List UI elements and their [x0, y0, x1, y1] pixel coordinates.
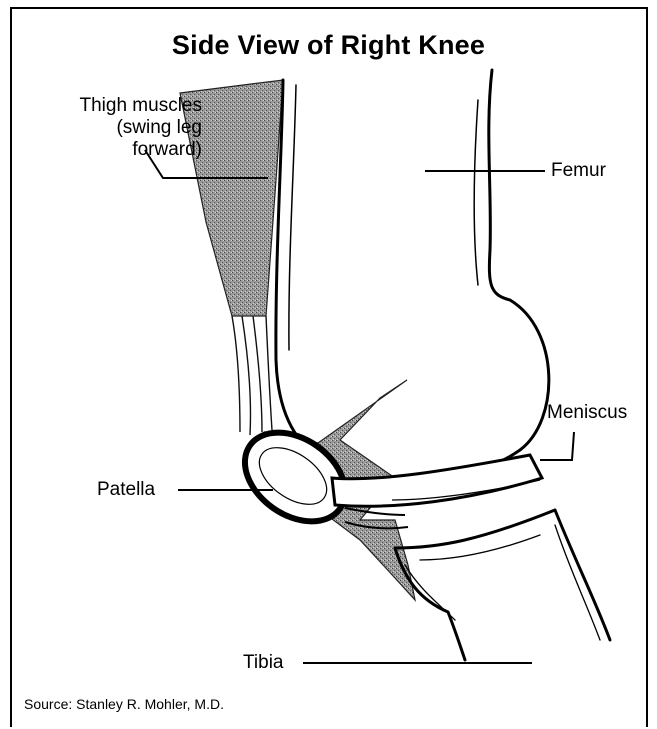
thigh-label-line-3: forward) [12, 139, 202, 161]
label-tibia: Tibia [243, 652, 283, 674]
label-patella: Patella [97, 479, 155, 501]
source-credit: Source: Stanley R. Mohler, M.D. [24, 696, 224, 712]
femur-bone [276, 70, 549, 480]
tibia-bone [395, 510, 610, 660]
label-femur: Femur [551, 160, 606, 182]
label-meniscus: Meniscus [547, 402, 627, 424]
thigh-label-line-1: Thigh muscles [12, 95, 202, 117]
label-thigh-muscles: Thigh muscles (swing leg forward) [12, 95, 202, 161]
meniscus-leader-line [540, 432, 574, 460]
thigh-label-line-2: (swing leg [12, 117, 202, 139]
quadriceps-tendon [232, 316, 272, 435]
